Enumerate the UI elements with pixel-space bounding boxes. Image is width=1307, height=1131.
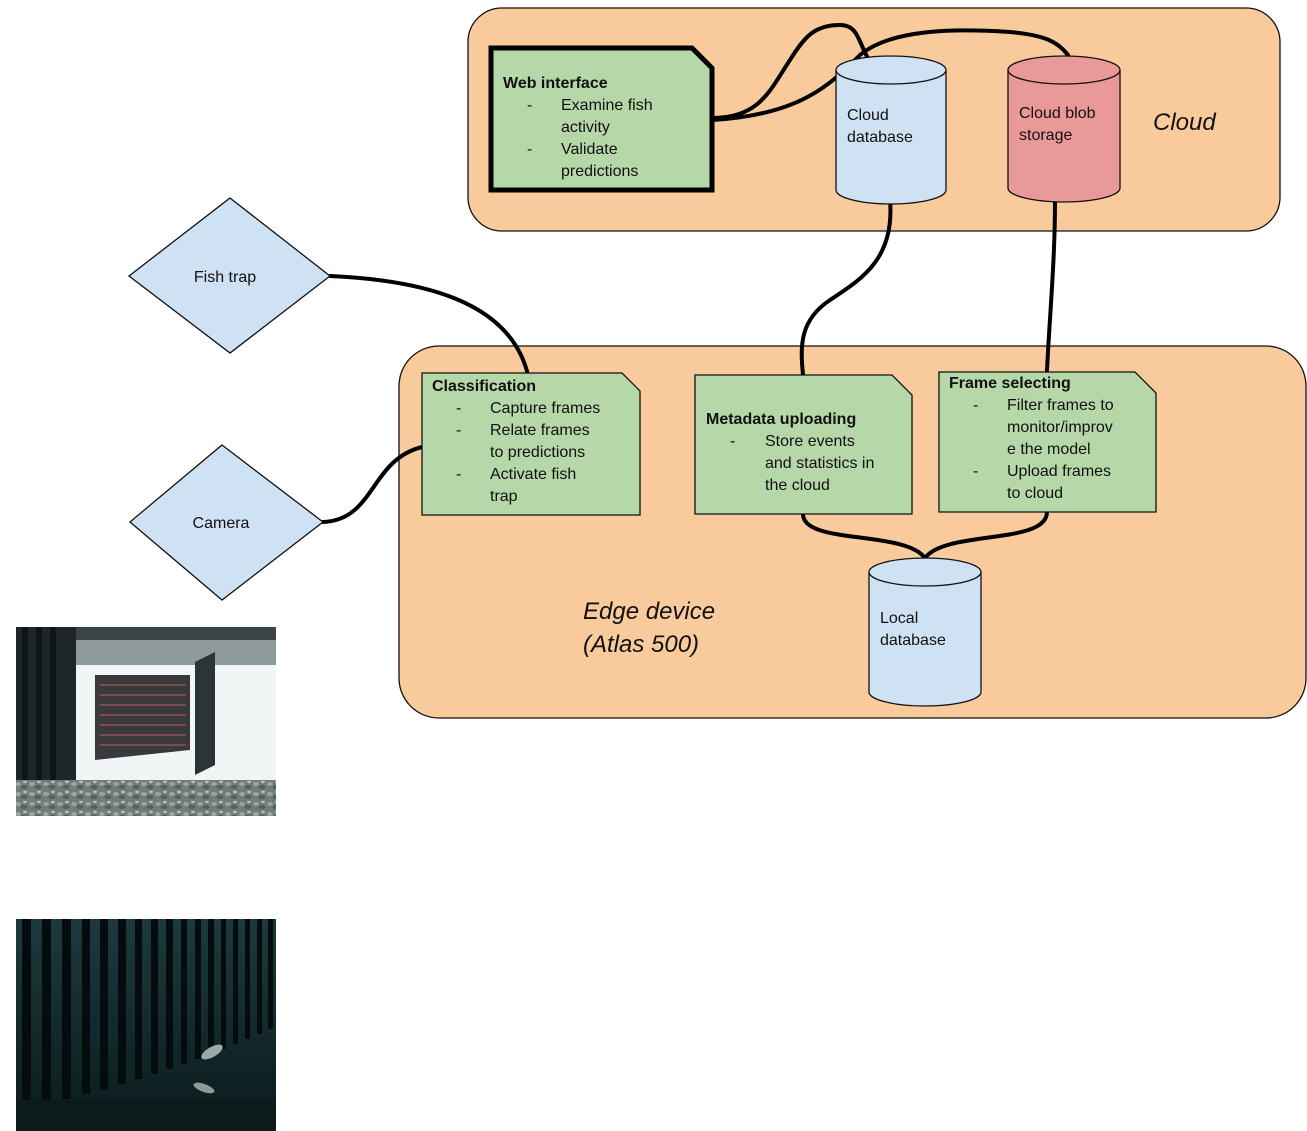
cloud-region-label: Cloud: [1153, 109, 1216, 136]
frame-item-2-dash: -: [973, 463, 978, 480]
class-item-2-line-1: Relate frames: [490, 422, 590, 439]
class-item-1-line-1: Capture frames: [490, 400, 600, 417]
web-item-1-line-2: activity: [561, 119, 610, 136]
metadata-uploading-title: Metadata uploading: [706, 411, 856, 428]
fish-trap-label: Fish trap: [194, 269, 256, 286]
class-item-3-dash: -: [456, 466, 461, 483]
classification-title: Classification: [432, 378, 536, 395]
meta-item-1-line-3: the cloud: [765, 477, 830, 494]
connector-web-to-blob: [710, 28, 1070, 122]
web-interface-note: Web interface - Examine fish activity - …: [488, 45, 715, 193]
connector-fishtrap-to-classification: [328, 274, 530, 377]
frame-selecting-note: Frame selecting - Filter frames to monit…: [938, 371, 1157, 513]
camera-node: Camera: [128, 444, 325, 601]
connector-camera-to-classification: [321, 445, 424, 524]
cloud-database-label-1: Cloud: [847, 107, 889, 124]
connector-metadata-to-localdb: [801, 512, 927, 560]
meta-item-1-line-1: Store events: [765, 433, 855, 450]
camera-label: Camera: [193, 515, 250, 532]
camera-photo: [16, 919, 276, 1131]
connector-clouddb-to-metadata: [799, 198, 893, 377]
edge-device-model-label: (Atlas 500): [583, 631, 699, 658]
meta-item-1-dash: -: [730, 433, 735, 450]
web-item-2-line-1: Validate: [561, 141, 618, 158]
frame-item-2-line-1: Upload frames: [1007, 463, 1111, 480]
cloud-blob-storage-cylinder: Cloud blob storage: [1007, 55, 1121, 203]
frame-item-1-dash: -: [973, 397, 978, 414]
local-database-cylinder: Local database: [868, 557, 982, 707]
connector-web-to-cloud-db: [710, 22, 874, 120]
web-interface-title: Web interface: [503, 75, 608, 92]
connector-blob-to-frame-selecting: [1045, 198, 1057, 372]
fish-trap-node: Fish trap: [127, 197, 332, 354]
local-database-label-1: Local: [880, 610, 918, 627]
frame-item-1-line-1: Filter frames to: [1007, 397, 1114, 414]
local-database-label-2: database: [880, 632, 946, 649]
class-item-2-line-2: to predictions: [490, 444, 585, 461]
cloud-database-label-2: database: [847, 129, 913, 146]
frame-selecting-title: Frame selecting: [949, 375, 1071, 392]
frame-item-1-line-2: monitor/improv: [1007, 419, 1113, 436]
web-item-1-dash: -: [527, 97, 532, 114]
web-item-1-line-1: Examine fish: [561, 97, 653, 114]
class-item-1-dash: -: [456, 400, 461, 417]
frame-item-2-line-2: to cloud: [1007, 485, 1063, 502]
frame-item-1-line-3: e the model: [1007, 441, 1091, 458]
cloud-database-cylinder: Cloud database: [835, 55, 947, 205]
meta-item-1-line-2: and statistics in: [765, 455, 874, 472]
fish-trap-photo: [16, 627, 276, 816]
web-item-2-dash: -: [527, 141, 532, 158]
cloud-blob-label-2: storage: [1019, 127, 1072, 144]
cloud-blob-label-1: Cloud blob: [1019, 105, 1096, 122]
classification-note: Classification - Capture frames - Relate…: [421, 372, 641, 516]
class-item-2-dash: -: [456, 422, 461, 439]
class-item-3-line-2: trap: [490, 488, 518, 505]
class-item-3-line-1: Activate fish: [490, 466, 576, 483]
connector-frame-selecting-to-localdb: [923, 510, 1049, 560]
edge-device-label: Edge device: [583, 598, 715, 625]
metadata-uploading-note: Metadata uploading - Store events and st…: [694, 374, 913, 515]
connector-lines: [321, 22, 1070, 560]
web-item-2-line-2: predictions: [561, 163, 638, 180]
